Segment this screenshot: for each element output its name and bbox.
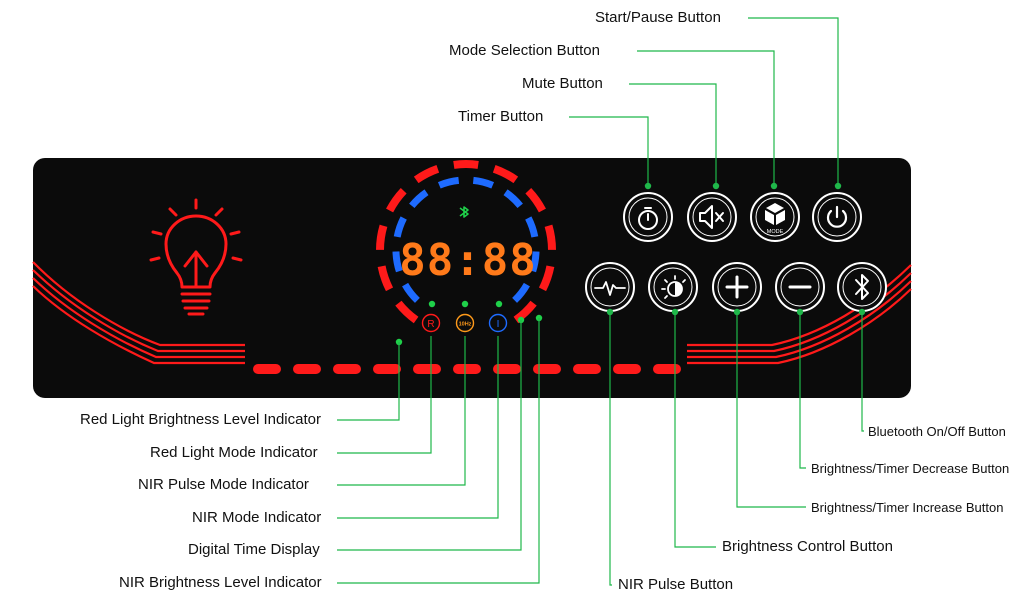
pulse-mode-dot — [461, 300, 469, 308]
bluetooth-on-off-button[interactable] — [837, 262, 887, 312]
callout-bluetooth: Bluetooth On/Off Button — [868, 424, 1006, 439]
callout-red-brightness: Red Light Brightness Level Indicator — [80, 411, 321, 428]
red-ring-segment — [413, 165, 440, 184]
blue-ring-segment — [393, 216, 407, 238]
red-ring-segment — [525, 187, 546, 213]
callout-decrease: Brightness/Timer Decrease Button — [811, 461, 1010, 476]
red-ring-segment — [538, 265, 555, 292]
timer-button[interactable] — [623, 192, 673, 242]
blue-ring-segment — [512, 282, 530, 303]
indicator-dots — [395, 300, 543, 346]
red-ring-segment — [386, 187, 407, 213]
red-mode-indicator: R — [421, 313, 441, 333]
callout-timer: Timer Button — [458, 108, 544, 125]
digital-time-display: 88:88 — [399, 235, 536, 286]
timer-icon — [638, 207, 658, 230]
start-pause-button[interactable] — [812, 192, 862, 242]
blue-ring-segment — [392, 251, 403, 273]
light-bulb-icon — [149, 198, 243, 316]
callout-mute: Mute Button — [522, 75, 603, 92]
callout-mode-selection: Mode Selection Button — [449, 42, 600, 59]
callout-increase: Brightness/Timer Increase Button — [811, 500, 1004, 515]
mute-icon — [699, 205, 724, 229]
callout-nir-pulse: NIR Pulse Button — [618, 576, 734, 593]
callout-nir-brightness: NIR Brightness Level Indicator — [119, 574, 322, 591]
mute-button[interactable] — [687, 192, 737, 242]
red-brightness-ring — [376, 160, 556, 324]
nir-pulse-button[interactable] — [585, 262, 635, 312]
power-icon — [826, 205, 848, 228]
blue-ring-segment — [503, 189, 523, 209]
brightness-control-button[interactable] — [648, 262, 698, 312]
red-mode-dot — [428, 300, 436, 308]
nir-mode-dot — [495, 300, 503, 308]
blue-ring-segment — [529, 251, 540, 273]
red-ring-segment — [492, 165, 519, 184]
nir-mode-indicator: I — [488, 313, 508, 333]
callout-digital-time: Digital Time Display — [188, 541, 320, 558]
red-ring-segment — [544, 224, 556, 251]
callout-brightness-control: Brightness Control Button — [722, 538, 893, 555]
callout-red-mode: Red Light Mode Indicator — [150, 444, 318, 461]
blue-ring-segment — [437, 176, 460, 189]
display-bluetooth-icon — [459, 206, 469, 218]
brightness-timer-decrease-button[interactable] — [775, 262, 825, 312]
right-red-swoosh — [687, 264, 912, 365]
nir-pulse-mode-label: 10Hz — [459, 322, 472, 328]
sun-icon — [661, 275, 686, 299]
callout-nir-mode: NIR Mode Indicator — [192, 509, 322, 526]
red-ring-segment — [453, 160, 479, 169]
blue-ring-segment — [402, 282, 420, 303]
nir-brightness-ring — [392, 176, 540, 303]
plus-icon — [725, 275, 749, 299]
red-ring-segment — [513, 300, 537, 324]
red-ring-segment — [376, 224, 388, 251]
left-red-swoosh — [32, 261, 245, 365]
red-ring-segment — [395, 300, 419, 324]
nir-mode-label: I — [497, 319, 500, 330]
brightness-timer-increase-button[interactable] — [712, 262, 762, 312]
pulse-wave-icon — [594, 281, 626, 296]
blue-ring-segment — [409, 189, 429, 209]
leader-lines — [337, 17, 864, 586]
bluetooth-icon — [855, 274, 869, 300]
leader-end-dots — [606, 182, 866, 316]
red-mode-label: R — [427, 319, 434, 330]
mode-selection-button[interactable]: MODE — [750, 192, 800, 242]
nir-pulse-mode-indicator: 10Hz — [455, 313, 475, 333]
callout-start-pause: Start/Pause Button — [595, 9, 721, 26]
mode-label: MODE — [767, 229, 784, 235]
red-ring-segment — [377, 265, 394, 292]
blue-ring-segment — [525, 216, 539, 238]
cube-icon — [765, 203, 785, 225]
callout-nir-pulse-mode: NIR Pulse Mode Indicator — [138, 476, 309, 493]
blue-ring-segment — [472, 176, 495, 189]
